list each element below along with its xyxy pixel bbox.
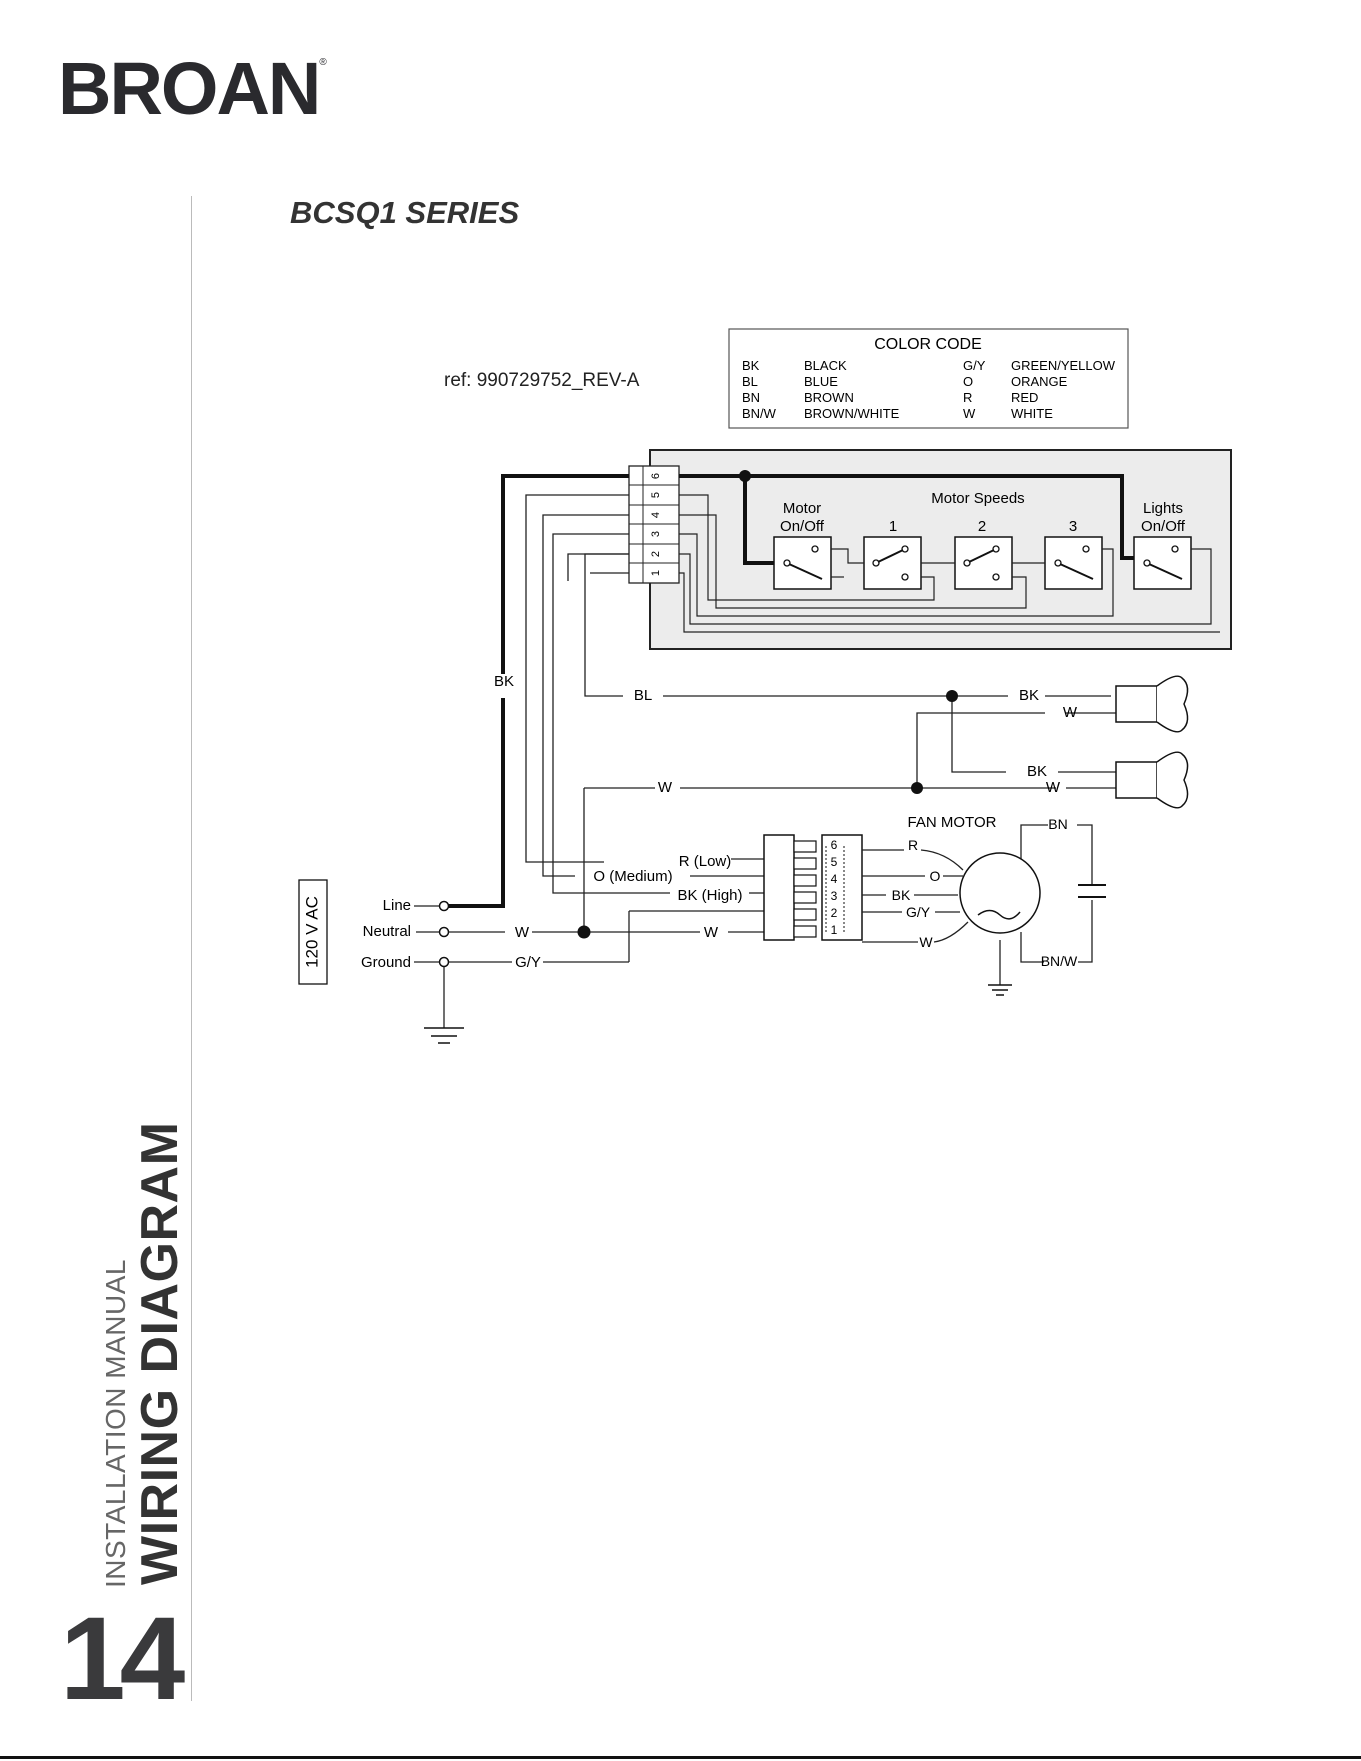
terminal-1: 1 xyxy=(650,570,662,576)
speed-3-label: 3 xyxy=(1069,518,1077,535)
motor-lead-o: O xyxy=(930,868,941,884)
lamp-top xyxy=(1115,675,1189,733)
supply-voltage: 120 V AC xyxy=(302,896,321,968)
lights-onoff-label-1: Lights xyxy=(1143,500,1183,517)
color-code-title: COLOR CODE xyxy=(874,336,982,353)
name-bk: BLACK xyxy=(804,358,847,373)
junction-bl xyxy=(946,690,958,702)
supply-voltage-box: 120 V AC xyxy=(298,879,328,985)
bottom-rule xyxy=(0,1756,1361,1759)
name-bl: BLUE xyxy=(804,374,838,389)
motor-lead-bn: BN xyxy=(1048,816,1067,832)
code-w: W xyxy=(963,406,976,421)
terminal-5: 5 xyxy=(650,492,662,498)
speed-2-label: 2 xyxy=(978,518,986,535)
connector-pin-6: 6 xyxy=(831,838,838,852)
field-wiring xyxy=(414,474,1116,1028)
code-bn: BN xyxy=(742,390,760,405)
wire-label-bk-high: BK (High) xyxy=(677,887,742,904)
motor-lead-w: W xyxy=(919,934,933,950)
neutral-label: Neutral xyxy=(363,923,411,940)
connector-pin-5: 5 xyxy=(831,855,838,869)
ground-label: Ground xyxy=(361,954,411,971)
control-board: 6 5 4 3 2 1 Motor On/Off Motor Speeds 1 … xyxy=(628,449,1232,650)
terminal-4: 4 xyxy=(650,512,662,518)
terminal-strip: 6 5 4 3 2 1 xyxy=(628,465,680,584)
motor-connector: 6 5 4 3 2 1 xyxy=(763,834,863,941)
wire-label-r-low: R (Low) xyxy=(679,853,732,870)
name-w: WHITE xyxy=(1011,406,1053,421)
terminal-3: 3 xyxy=(650,531,662,537)
lamp-bottom xyxy=(1115,751,1189,809)
ref-number: ref: 990729752_REV-A xyxy=(444,370,640,391)
connector-pin-4: 4 xyxy=(831,872,838,886)
wire-label-w-neutral-out: W xyxy=(704,924,719,941)
motor-lead-bk: BK xyxy=(892,887,911,903)
switch-speed-1 xyxy=(863,536,922,590)
motor-onoff-label-1: Motor xyxy=(783,500,821,517)
fan-motor-title: FAN MOTOR xyxy=(908,814,997,831)
code-o: O xyxy=(963,374,973,389)
junction-w xyxy=(911,782,923,794)
wire-label-lamp2-w: W xyxy=(1046,779,1061,796)
motor-speeds-label: Motor Speeds xyxy=(931,490,1024,507)
connector-pin-1: 1 xyxy=(831,923,838,937)
page-number: 14 xyxy=(60,1593,185,1725)
switch-motor-onoff xyxy=(773,536,832,590)
speed-1-label: 1 xyxy=(889,518,897,535)
wire-label-lamp1-bk: BK xyxy=(1019,687,1039,704)
motor-ground-symbol xyxy=(988,984,1012,996)
wire-label-w-lights: W xyxy=(658,779,673,796)
code-bk: BK xyxy=(742,358,760,373)
name-r: RED xyxy=(1011,390,1038,405)
switch-speed-2 xyxy=(954,536,1013,590)
connector-pin-2: 2 xyxy=(831,906,838,920)
switch-speed-3 xyxy=(1044,536,1103,590)
lights-onoff-label-2: On/Off xyxy=(1141,518,1186,535)
name-gy: GREEN/YELLOW xyxy=(1011,358,1116,373)
broan-logo: BROAN® xyxy=(58,47,327,130)
name-bnw: BROWN/WHITE xyxy=(804,406,900,421)
wire-label-bl: BL xyxy=(634,687,652,704)
terminal-6: 6 xyxy=(650,473,662,479)
connector-pin-3: 3 xyxy=(831,889,838,903)
color-code-legend: COLOR CODE BK BLACK BL BLUE BN BROWN BN/… xyxy=(728,328,1129,429)
motor-lead-gy: G/Y xyxy=(906,904,931,920)
junction-neutral xyxy=(577,925,591,939)
wire-label-lamp2-bk: BK xyxy=(1027,763,1047,780)
wire-label-w-neutral-in: W xyxy=(515,924,530,941)
fan-motor xyxy=(959,852,1041,934)
code-bl: BL xyxy=(742,374,758,389)
series-title: BCSQ1 SERIES xyxy=(290,195,520,230)
code-gy: G/Y xyxy=(963,358,986,373)
switch-lights-onoff xyxy=(1133,536,1192,590)
code-r: R xyxy=(963,390,972,405)
motor-lead-r: R xyxy=(908,837,918,853)
motor-onoff-label-2: On/Off xyxy=(780,518,825,535)
wire-label-lamp1-w: W xyxy=(1063,704,1078,721)
name-o: ORANGE xyxy=(1011,374,1068,389)
line-label: Line xyxy=(383,897,411,914)
code-bnw: BN/W xyxy=(742,406,777,421)
margin-rule xyxy=(191,196,192,1701)
wire-label-gy: G/Y xyxy=(515,954,541,971)
name-bn: BROWN xyxy=(804,390,854,405)
terminal-2: 2 xyxy=(650,551,662,557)
wire-label-bk-main: BK xyxy=(494,673,514,690)
motor-lead-bnw: BN/W xyxy=(1041,953,1078,969)
ground-symbol xyxy=(424,1027,464,1044)
wire-label-o-medium: O (Medium) xyxy=(593,868,672,885)
